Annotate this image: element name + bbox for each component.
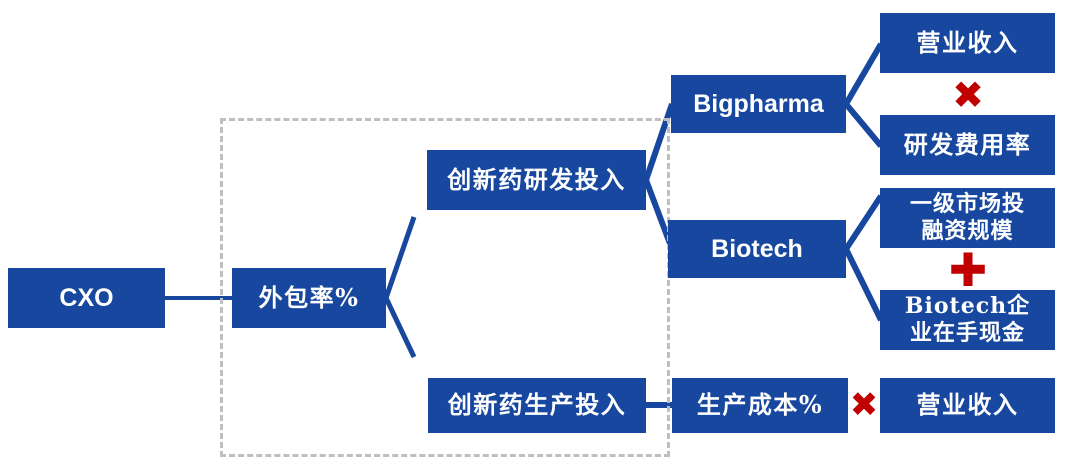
node-production-investment[interactable]: 创新药生产投入 — [428, 378, 646, 433]
node-line-1: 一级市场投 — [909, 191, 1025, 218]
node-production-revenue[interactable]: 营业收入 — [880, 378, 1055, 433]
multiply-operator-production: ✖ — [849, 385, 879, 425]
node-outsourcing-rate[interactable]: 外包率% — [232, 268, 386, 328]
multiply-operator-bigpharma: ✖ — [952, 73, 984, 117]
node-rd-investment[interactable]: 创新药研发投入 — [427, 150, 646, 210]
node-bigpharma-revenue[interactable]: 营业收入 — [880, 13, 1055, 73]
node-line-2: 融资规模 — [921, 218, 1014, 244]
node-biotech-cash-on-hand[interactable]: Biotech企 业在手现金 — [880, 290, 1055, 350]
node-line-2: 业在手现金 — [909, 320, 1025, 346]
plus-operator-biotech: ✚ — [948, 243, 988, 297]
node-cxo[interactable]: CXO — [8, 268, 165, 328]
node-line-1: Biotech企 — [904, 293, 1031, 320]
node-bigpharma[interactable]: Bigpharma — [671, 75, 846, 133]
node-bigpharma-rd-expense-ratio[interactable]: 研发费用率 — [880, 115, 1055, 175]
node-biotech-primary-market-financing[interactable]: 一级市场投 融资规模 — [880, 188, 1055, 248]
node-biotech[interactable]: Biotech — [668, 220, 846, 278]
node-production-cost-rate[interactable]: 生产成本% — [672, 378, 848, 433]
